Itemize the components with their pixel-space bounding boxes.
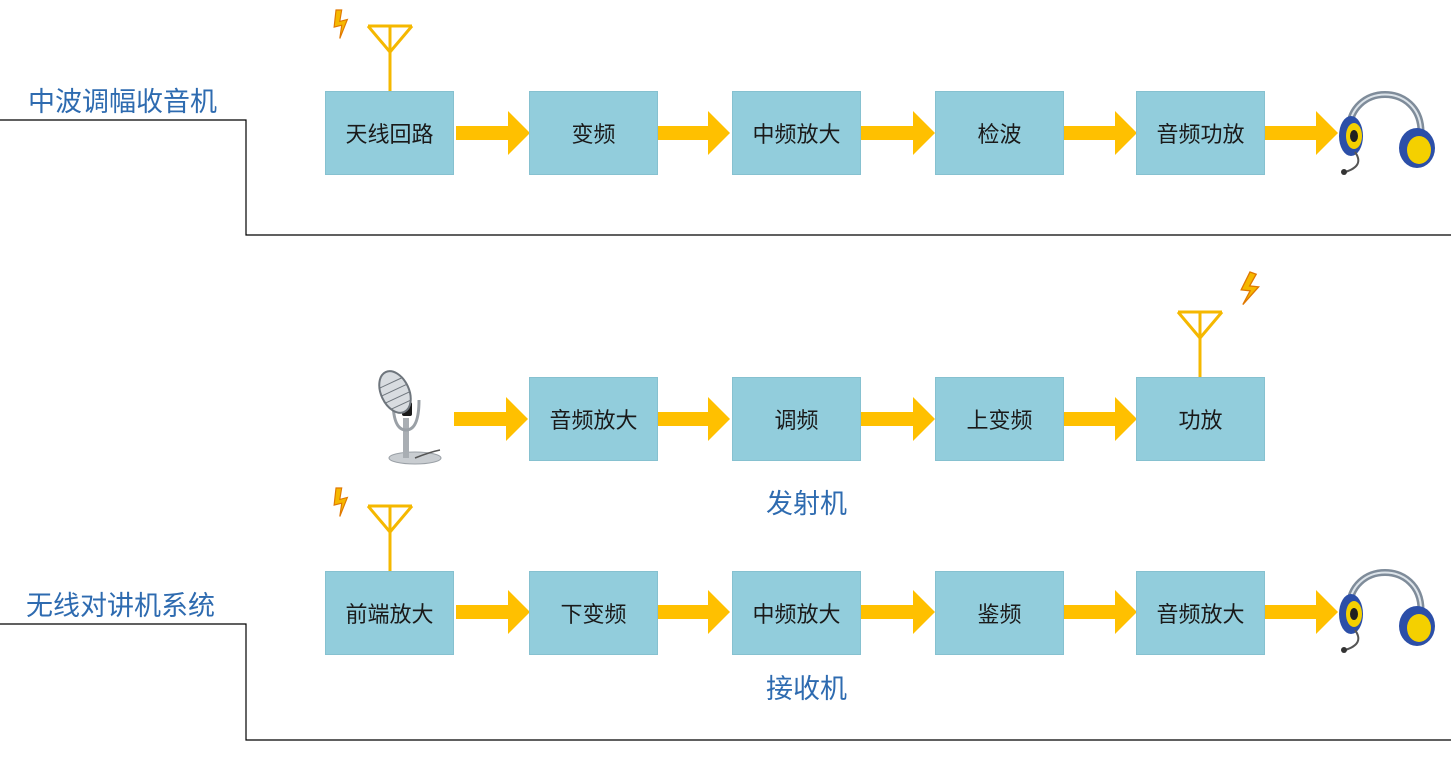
- am-radio-title: 中波调幅收音机: [28, 87, 217, 118]
- antenna-icon: [366, 24, 414, 94]
- receiver-label: 接收机: [766, 674, 847, 705]
- lightning-icon: [333, 487, 348, 518]
- walkie-talkie-title: 无线对讲机系统: [26, 591, 215, 622]
- am-block-if-amplifier: 中频放大: [732, 91, 861, 175]
- tx-block-modulator: 调频: [732, 377, 861, 461]
- headphones-icon: [1339, 95, 1435, 176]
- headphones-icon: [1339, 573, 1435, 654]
- antenna-icon: [1176, 310, 1224, 380]
- lightning-icon: [1235, 270, 1264, 309]
- rx-block-if-amplifier: 中频放大: [732, 571, 861, 655]
- antenna-icon: [366, 504, 414, 574]
- lightning-icon: [333, 9, 348, 40]
- rx-block-discriminator: 鉴频: [935, 571, 1064, 655]
- rx-block-front-end-amplifier: 前端放大: [325, 571, 454, 655]
- am-block-antenna-circuit: 天线回路: [325, 91, 454, 175]
- tx-block-power-amp: 功放: [1136, 377, 1265, 461]
- tx-block-upconverter: 上变频: [935, 377, 1064, 461]
- rx-block-audio-amplifier: 音频放大: [1136, 571, 1265, 655]
- am-block-mixer: 变频: [529, 91, 658, 175]
- am-block-detector: 检波: [935, 91, 1064, 175]
- am-block-audio-power-amp: 音频功放: [1136, 91, 1265, 175]
- section-frame-lines: [0, 119, 1451, 741]
- microphone-icon: [378, 370, 442, 465]
- tx-block-audio-amplifier: 音频放大: [529, 377, 658, 461]
- transmitter-label: 发射机: [766, 489, 847, 520]
- rx-block-downconverter: 下变频: [529, 571, 658, 655]
